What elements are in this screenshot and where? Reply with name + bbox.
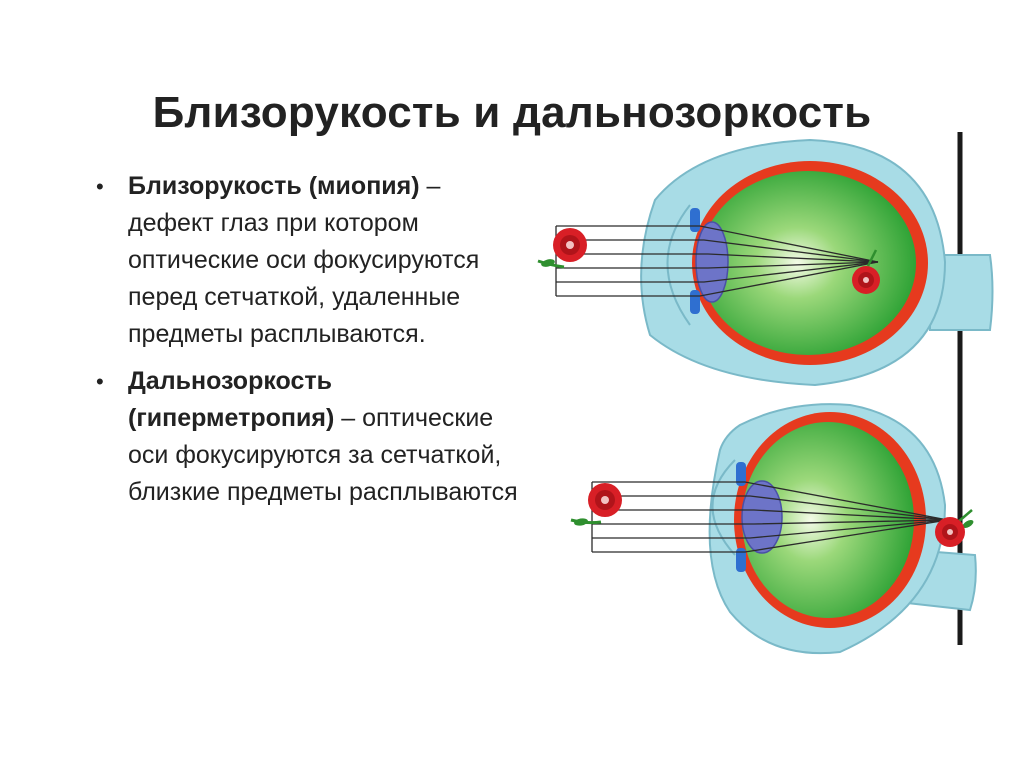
eye-diagrams-figure [537, 132, 994, 655]
iris-top [690, 208, 700, 232]
lens [695, 221, 729, 303]
rose-flower-icon [537, 228, 587, 269]
bullet-myopia: • Близорукость (миопия) – дефект глаз пр… [90, 168, 530, 353]
definition-myopia: – дефект глаз при котором оптические оси… [128, 172, 480, 348]
bullet-list: • Близорукость (миопия) – дефект глаз пр… [90, 168, 530, 521]
cornea [711, 459, 736, 556]
cornea [666, 204, 691, 326]
term-myopia: Близорукость [128, 172, 302, 200]
rose-flower-icon [935, 509, 974, 547]
light-rays [591, 481, 949, 553]
term-myopia-latin: (миопия) [308, 172, 420, 200]
slide-title: Близорукость и дальнозоркость [152, 88, 872, 138]
bullet-dot-icon: • [96, 369, 104, 394]
vitreous-body [742, 422, 914, 618]
hyperopia-eye-diagram [570, 403, 977, 655]
definition-hyperopia: – оптические оси фокусируются за сетчатк… [128, 404, 518, 506]
bullet-dot-icon: • [96, 174, 104, 199]
optic-nerve [929, 254, 994, 331]
lens [741, 480, 783, 554]
vitreous-body [700, 171, 916, 355]
rose-flower-icon [570, 483, 622, 526]
iris-bottom [690, 290, 700, 314]
rose-flower-icon [852, 249, 880, 294]
term-hyperopia: Дальнозоркость (гиперметропия) [128, 367, 335, 432]
bullet-hyperopia: • Дальнозоркость (гиперметропия) – оптич… [90, 363, 530, 511]
iris-top [736, 462, 746, 486]
iris-bottom [736, 548, 746, 572]
myopia-eye-diagram [537, 138, 994, 387]
